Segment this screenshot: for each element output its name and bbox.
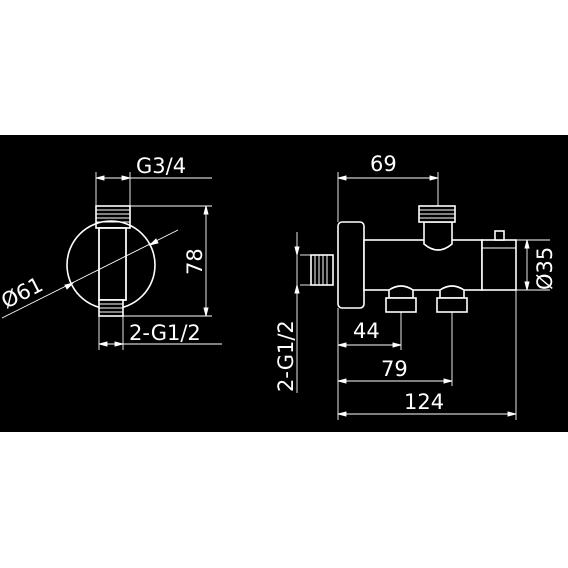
bottom-outlet-2 <box>439 285 465 299</box>
inlet-thread <box>310 254 334 286</box>
dim-44-label: 44 <box>353 319 380 343</box>
inlet-thread-label: 2-G1/2 <box>274 320 298 392</box>
height-label: 78 <box>183 248 207 275</box>
top-thread-label: G3/4 <box>136 154 186 178</box>
bottom-thread-lines <box>99 303 123 313</box>
valve-body <box>363 239 483 291</box>
top-outlet-thread-lines <box>419 209 455 219</box>
wall-flange <box>337 221 365 309</box>
front-view: 69 Ø35 2-G1/2 44 79 124 <box>274 152 557 420</box>
thermostatic-knob <box>481 239 517 291</box>
body-diameter-label: Ø35 <box>533 247 557 290</box>
bottom-outlet-2-thread <box>436 297 468 313</box>
bottom-outlet-1-thread <box>385 297 417 313</box>
side-housing <box>98 227 127 301</box>
top-outlet-connector <box>423 221 453 251</box>
knob-button <box>494 230 505 241</box>
bottom-thread-label: 2-G1/2 <box>129 321 201 345</box>
dim-79-label: 79 <box>381 357 408 381</box>
side-view: G3/4 78 Ø61 2-G1/2 <box>0 154 222 350</box>
top-thread-connector <box>95 205 131 229</box>
inlet-thread-lines <box>314 255 328 285</box>
bottom-outlet-1 <box>388 285 414 299</box>
dim-124-label: 124 <box>404 390 444 414</box>
diameter-leader-line <box>1 229 179 319</box>
width-69-label: 69 <box>370 152 397 176</box>
